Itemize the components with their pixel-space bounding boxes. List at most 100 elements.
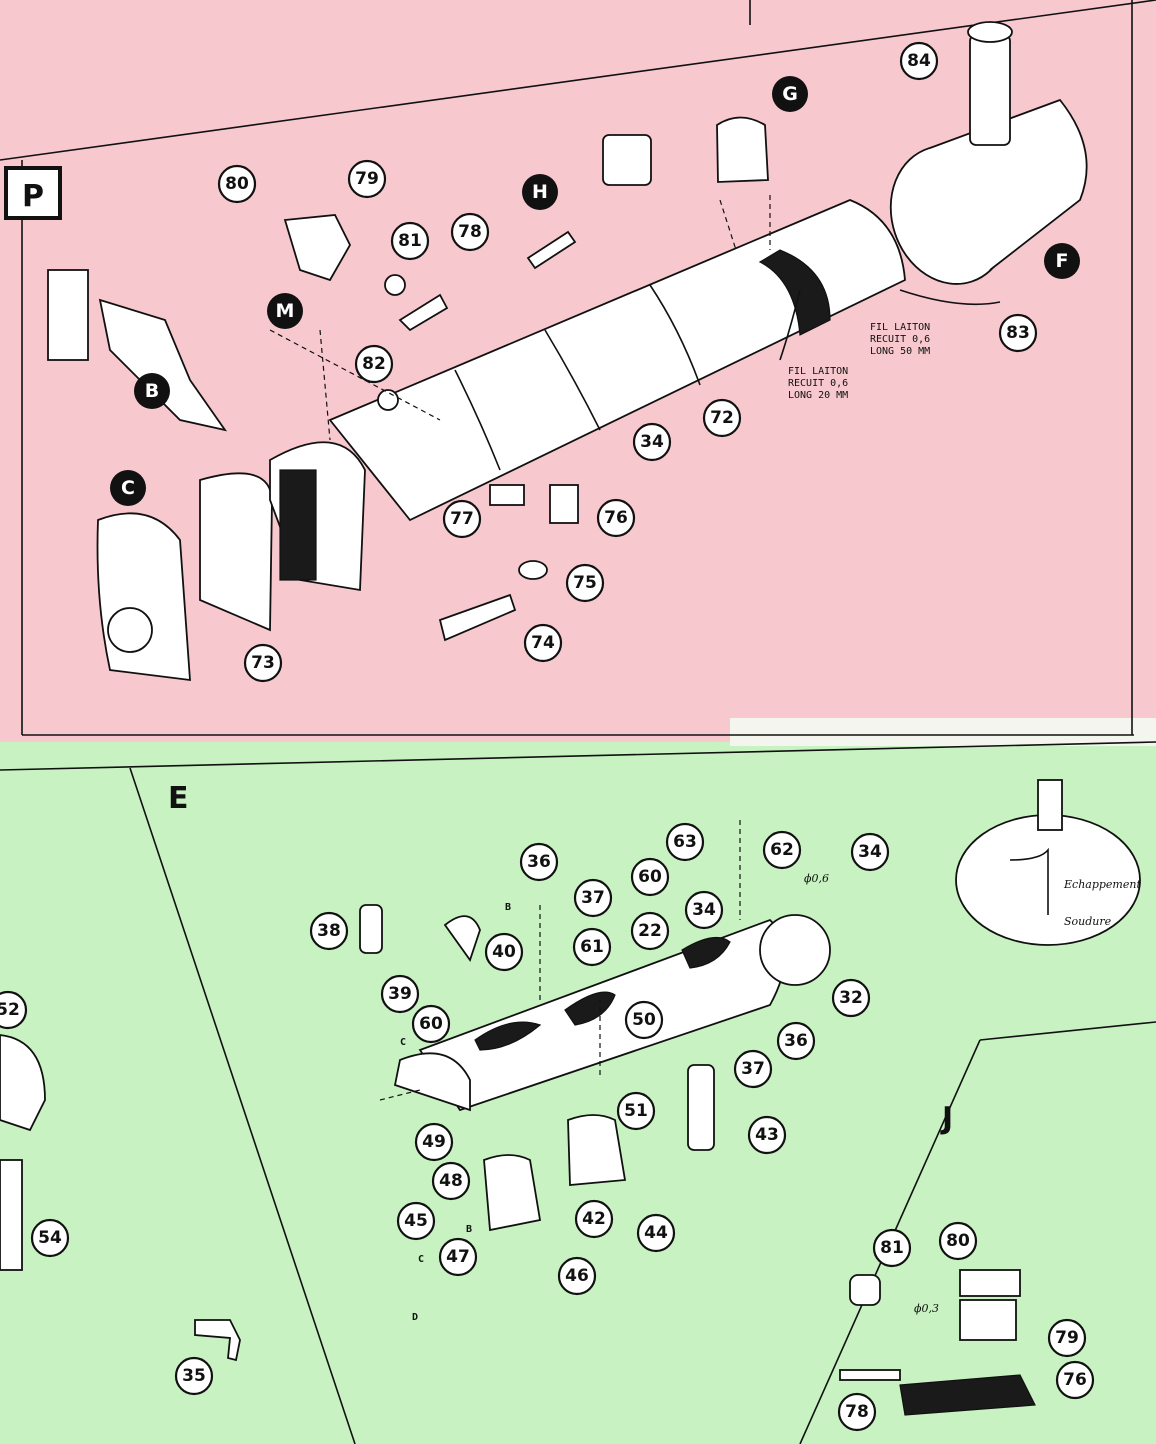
callout-p-73: 73 xyxy=(243,643,283,683)
assembly-f: F xyxy=(1044,243,1080,279)
svg-text:37: 37 xyxy=(581,888,605,908)
panel-p-letter: P xyxy=(22,179,44,214)
svg-text:50: 50 xyxy=(632,1010,656,1030)
svg-text:C: C xyxy=(121,477,135,499)
callout-p-75: 75 xyxy=(565,563,605,603)
assembly-b: B xyxy=(134,373,170,409)
assembly-h: H xyxy=(522,174,558,210)
dome-h xyxy=(602,134,652,186)
callout-p-79: 79 xyxy=(347,159,387,199)
wire-50mm xyxy=(899,289,1001,306)
part-76 xyxy=(549,484,579,524)
svg-text:49: 49 xyxy=(422,1132,446,1152)
panel-j-letter: J xyxy=(940,1101,953,1136)
part-45 xyxy=(483,1154,542,1232)
svg-text:34: 34 xyxy=(858,842,882,862)
part-80-j xyxy=(959,1269,1021,1297)
svg-text:76: 76 xyxy=(604,508,628,528)
callout-e-44: 44 xyxy=(636,1213,676,1253)
injector xyxy=(438,593,517,642)
callout-e-51: 51 xyxy=(616,1091,656,1131)
callout-e-38: 38 xyxy=(309,911,349,951)
callout-e-49: 49 xyxy=(414,1122,454,1162)
part-38 xyxy=(359,904,383,954)
callout-e-46: 46 xyxy=(557,1256,597,1296)
panel-p-letter-box xyxy=(4,166,62,220)
svg-text:43: 43 xyxy=(755,1125,779,1145)
assembly-c: C xyxy=(110,470,146,506)
svg-text:F: F xyxy=(1056,250,1069,272)
callout-e-47: 47 xyxy=(438,1237,478,1277)
part-77 xyxy=(489,484,525,506)
svg-text:83: 83 xyxy=(1006,323,1030,343)
wire-note-b-line-1: FIL LAITON xyxy=(788,366,848,377)
boiler-band-1 xyxy=(454,369,501,471)
svg-text:45: 45 xyxy=(404,1211,428,1231)
svg-text:75: 75 xyxy=(573,573,597,593)
callout-e-34b: 34 xyxy=(684,890,724,930)
svg-text:74: 74 xyxy=(531,633,555,653)
inset-label-weld: Soudure xyxy=(1064,915,1112,928)
sheet-gap xyxy=(730,718,1156,746)
svg-text:36: 36 xyxy=(527,852,551,872)
svg-text:34: 34 xyxy=(692,900,716,920)
wire-note-a-line-2: RECUIT 0,6 xyxy=(870,334,930,345)
smokebox-shell xyxy=(929,98,1088,271)
boiler-front-ring xyxy=(758,249,831,336)
callout-e-36a: 36 xyxy=(519,842,559,882)
callout-e-54: 54 xyxy=(30,1218,70,1258)
svg-text:81: 81 xyxy=(880,1238,904,1258)
callout-e-35: 35 xyxy=(174,1356,214,1396)
wire-20mm xyxy=(779,289,801,361)
callout-e-32: 32 xyxy=(831,978,871,1018)
part-78-j xyxy=(839,1369,901,1381)
cab-front xyxy=(199,472,273,632)
wire-note-b-line-3: LONG 20 MM xyxy=(788,390,848,401)
boiler-band-2 xyxy=(544,329,601,431)
cutout-2 xyxy=(564,991,616,1026)
backhead xyxy=(96,512,191,682)
wire-note-b-line-2: RECUIT 0,6 xyxy=(788,378,848,389)
svg-text:G: G xyxy=(782,83,798,105)
part-82 xyxy=(377,389,399,411)
inset-exhaust-pipe xyxy=(1009,847,1049,915)
lever-78a xyxy=(398,293,449,332)
callout-j-81: 81 xyxy=(872,1228,912,1268)
svg-text:39: 39 xyxy=(388,984,412,1004)
smokebox-assembly xyxy=(889,21,1088,285)
svg-text:79: 79 xyxy=(355,169,379,189)
callout-j-79: 79 xyxy=(1047,1318,1087,1358)
svg-text:80: 80 xyxy=(225,174,249,194)
part-76-j xyxy=(899,1374,1036,1416)
svg-text:32: 32 xyxy=(839,988,863,1008)
part-60-saddle xyxy=(393,1052,471,1112)
svg-text:62: 62 xyxy=(770,840,794,860)
svg-text:76: 76 xyxy=(1063,1370,1087,1390)
boiler-band-3 xyxy=(649,284,701,386)
valve-group-79 xyxy=(283,214,352,282)
part-43 xyxy=(687,1064,715,1151)
callout-e-43: 43 xyxy=(747,1115,787,1155)
svg-text:35: 35 xyxy=(182,1366,206,1386)
callout-p-72: 72 xyxy=(702,398,742,438)
callout-e-34a: 34 xyxy=(850,832,890,872)
callout-p-84: 84 xyxy=(899,41,939,81)
svg-text:42: 42 xyxy=(582,1209,606,1229)
part-35 xyxy=(194,1319,241,1362)
svg-text:72: 72 xyxy=(710,408,734,428)
callout-p-77: 77 xyxy=(442,499,482,539)
svg-text:78: 78 xyxy=(458,222,482,242)
callout-e-60a: 60 xyxy=(630,857,670,897)
flow-letter-b-1: B xyxy=(505,902,511,913)
dome-g xyxy=(716,116,769,183)
svg-text:51: 51 xyxy=(624,1101,648,1121)
svg-text:47: 47 xyxy=(446,1247,470,1267)
callout-p-81: 81 xyxy=(390,221,430,261)
wire-note-a-line-3: LONG 50 MM xyxy=(870,346,930,357)
callout-e-61: 61 xyxy=(572,927,612,967)
svg-text:44: 44 xyxy=(644,1223,668,1243)
svg-text:82: 82 xyxy=(362,354,386,374)
callout-e-37b: 37 xyxy=(733,1049,773,1089)
callout-p-78: 78 xyxy=(450,212,490,252)
